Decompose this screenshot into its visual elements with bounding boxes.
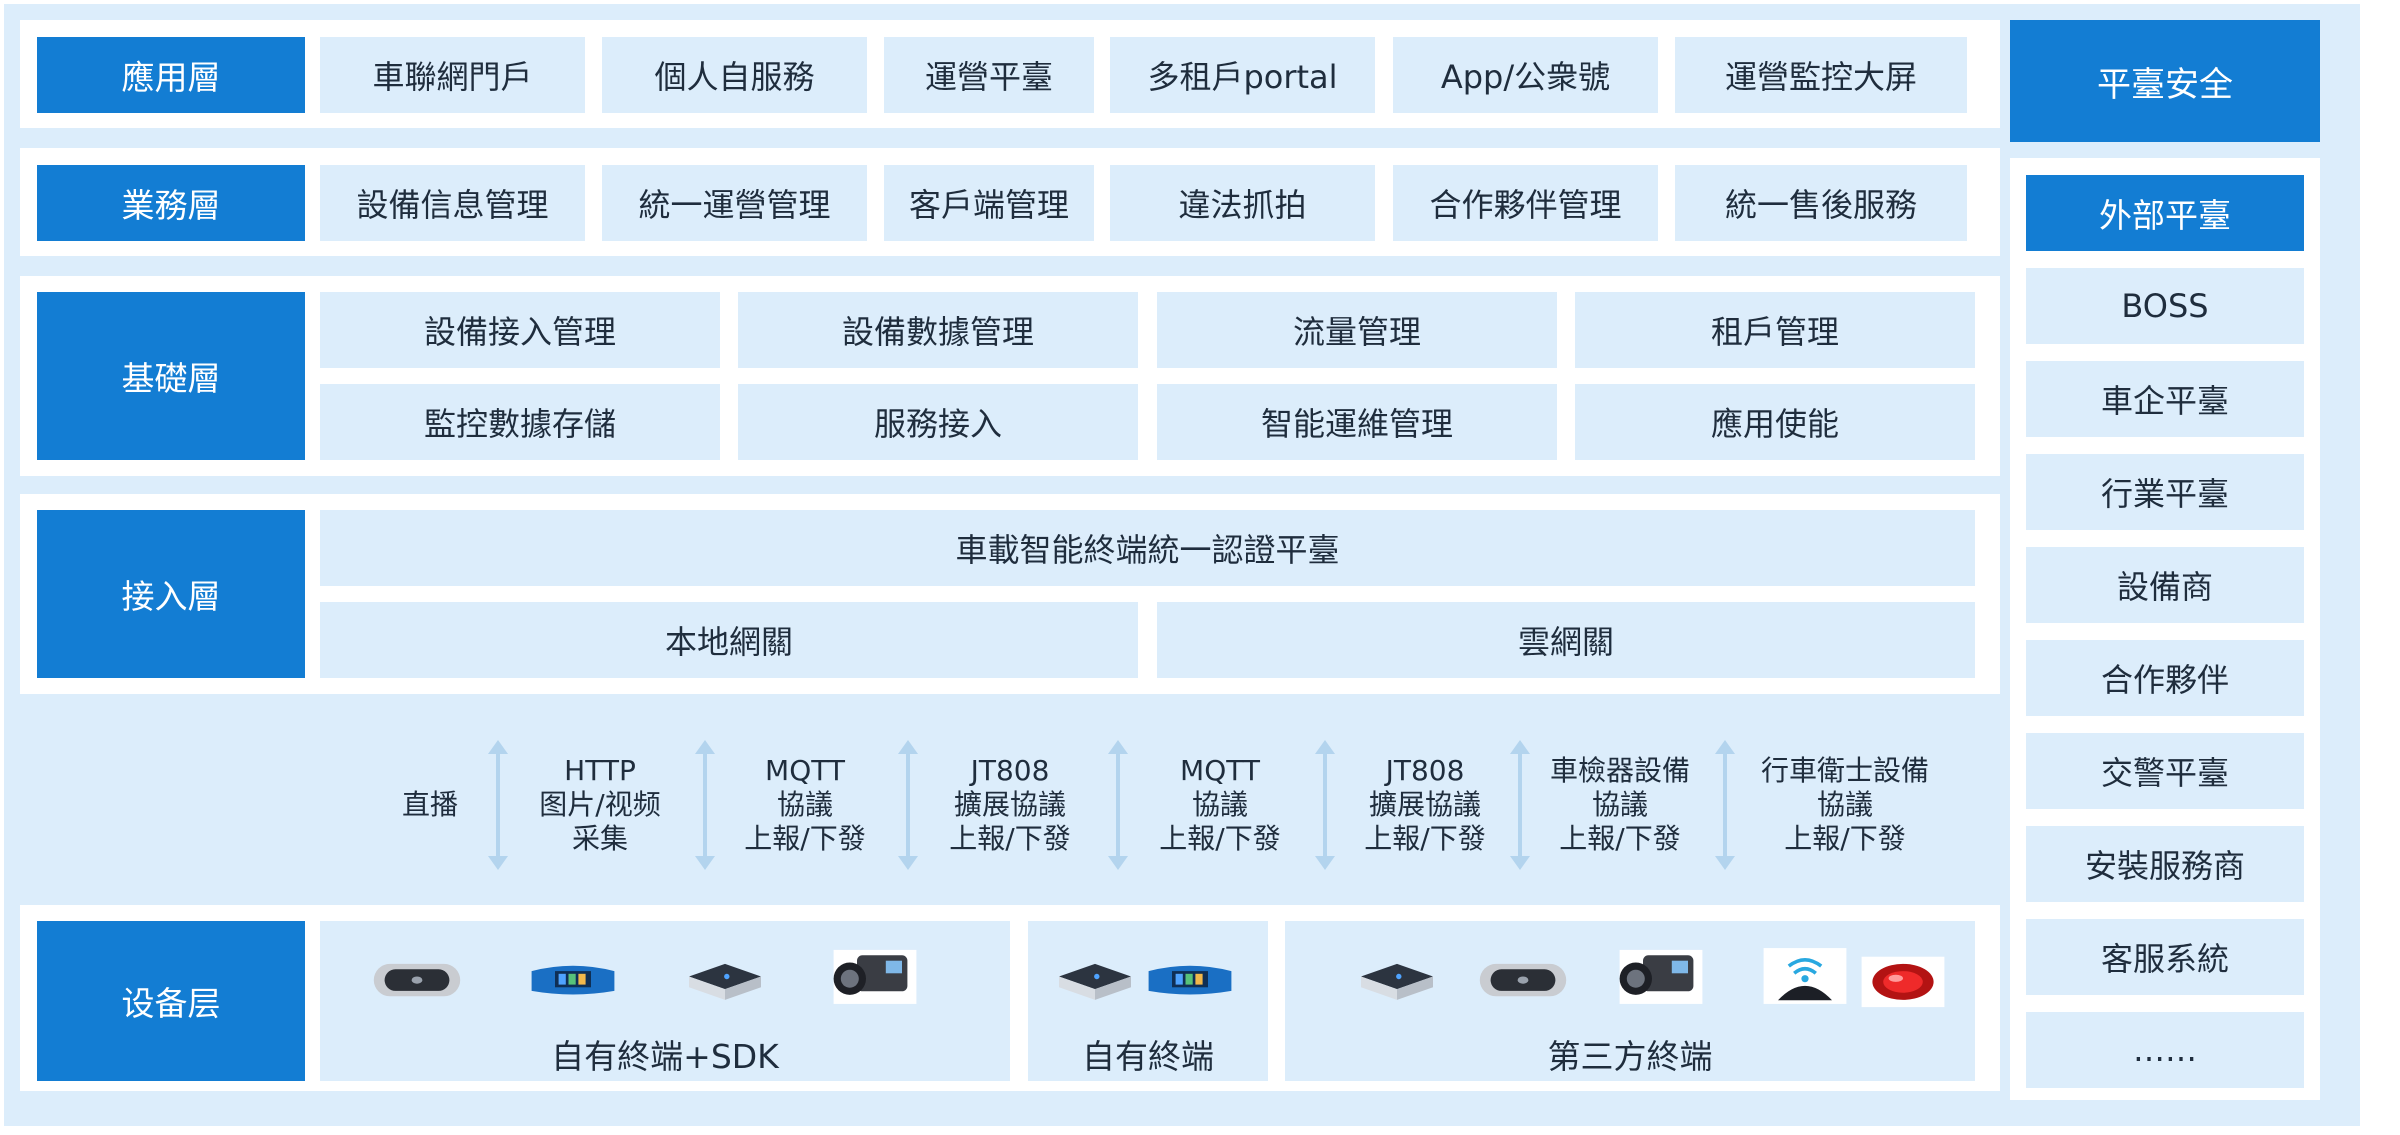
security-title: 平臺安全 [2010,20,2320,142]
security-item: 安裝服務商 [2026,826,2304,902]
app-layer-title: 應用層 [37,37,305,113]
protocol-label: 直播 [320,750,540,860]
double-arrow-icon [488,740,508,870]
security-item: …… [2026,1012,2304,1088]
app-item: 個人自服務 [602,37,867,113]
foundation-item: 流量管理 [1157,292,1557,368]
foundation-layer-title: 基礎層 [37,292,305,460]
security-item: 合作夥伴 [2026,640,2304,716]
device-group-label: 自有終端 [1082,1037,1214,1076]
double-arrow-icon [1315,740,1335,870]
router-box-icon [1361,963,1433,1000]
protocol-line: 上報/下發 [1559,822,1681,855]
wifi-dome-icon [1763,948,1847,1004]
foundation-item: 設備接入管理 [320,292,720,368]
protocol-line: 采集 [571,822,628,855]
speaker-device-icon [373,963,461,997]
device-group-own [1028,921,1268,1081]
protocol-line: 車檢器設備 [1549,754,1690,787]
protocol-line: 上報/下發 [1159,822,1281,855]
camera-device-icon [1619,949,1703,1004]
protocol-line: 上報/下發 [949,822,1071,855]
protocol-line: 直播 [401,788,458,821]
double-arrow-icon [695,740,715,870]
red-light-icon [1861,956,1945,1008]
access-layer-title: 接入層 [37,510,305,678]
protocol-line: JT808 [1385,754,1465,787]
protocol-line: 上報/下發 [1784,822,1906,855]
protocol-line: HTTP [564,754,636,787]
protocol-line: 協議 [776,788,833,821]
device-group-label: 第三方終端 [1547,1037,1713,1076]
app-item: App/公衆號 [1393,37,1658,113]
external-platform-title: 外部平臺 [2026,175,2304,251]
router-box-icon [1059,963,1131,1000]
protocol-line: 協議 [1816,788,1873,821]
mirror-dashcam-icon [531,965,615,995]
device-group-label: 自有終端+SDK [551,1037,779,1076]
protocol-line: MQTT [765,754,845,787]
protocol-line: 擴展協議 [953,788,1066,821]
mirror-dashcam-icon [1148,965,1232,995]
business-item: 統一售後服務 [1675,165,1967,241]
protocol-line: 行車衛士設備 [1760,754,1929,787]
protocol-line: 图片/视频 [539,788,661,821]
security-item: 行業平臺 [2026,454,2304,530]
protocol-line: 上報/下發 [744,822,866,855]
speaker-device-icon [1479,963,1567,997]
double-arrow-icon [1510,740,1530,870]
business-item: 違法抓拍 [1110,165,1375,241]
protocol-label: 車檢器設備協議上報/下發 [1510,750,1730,860]
foundation-item: 智能運維管理 [1157,384,1557,460]
foundation-item: 設備數據管理 [738,292,1138,368]
security-item: 車企平臺 [2026,361,2304,437]
protocol-line: JT808 [970,754,1050,787]
business-item: 合作夥伴管理 [1393,165,1658,241]
protocol-line: MQTT [1180,754,1260,787]
security-item: 設備商 [2026,547,2304,623]
app-item: 運營監控大屏 [1675,37,1967,113]
protocol-line: 擴展協議 [1368,788,1481,821]
app-item: 運營平臺 [884,37,1094,113]
business-item: 設備信息管理 [320,165,585,241]
local-gateway: 本地網關 [320,602,1138,678]
foundation-item: 服務接入 [738,384,1138,460]
business-layer-title: 業務層 [37,165,305,241]
business-item: 客戶端管理 [884,165,1094,241]
cloud-gateway: 雲網關 [1157,602,1975,678]
router-box-icon [689,963,761,1000]
security-item: 交警平臺 [2026,733,2304,809]
device-layer-title: 设备层 [37,921,305,1081]
double-arrow-icon [1108,740,1128,870]
app-item: 多租戶portal [1110,37,1375,113]
double-arrow-icon [1715,740,1735,870]
camera-device-icon [833,949,917,1004]
business-item: 統一運營管理 [602,165,867,241]
security-item: BOSS [2026,268,2304,344]
protocol-line: 上報/下發 [1364,822,1486,855]
protocol-label: 行車衛士設備協議上報/下發 [1735,750,1955,860]
foundation-item: 監控數據存儲 [320,384,720,460]
security-item: 客服系統 [2026,919,2304,995]
app-item: 車聯網門戶 [320,37,585,113]
foundation-item: 租戶管理 [1575,292,1975,368]
protocol-line: 協議 [1591,788,1648,821]
double-arrow-icon [898,740,918,870]
auth-platform: 車載智能終端統一認證平臺 [320,510,1975,586]
protocol-line: 協議 [1191,788,1248,821]
foundation-item: 應用使能 [1575,384,1975,460]
